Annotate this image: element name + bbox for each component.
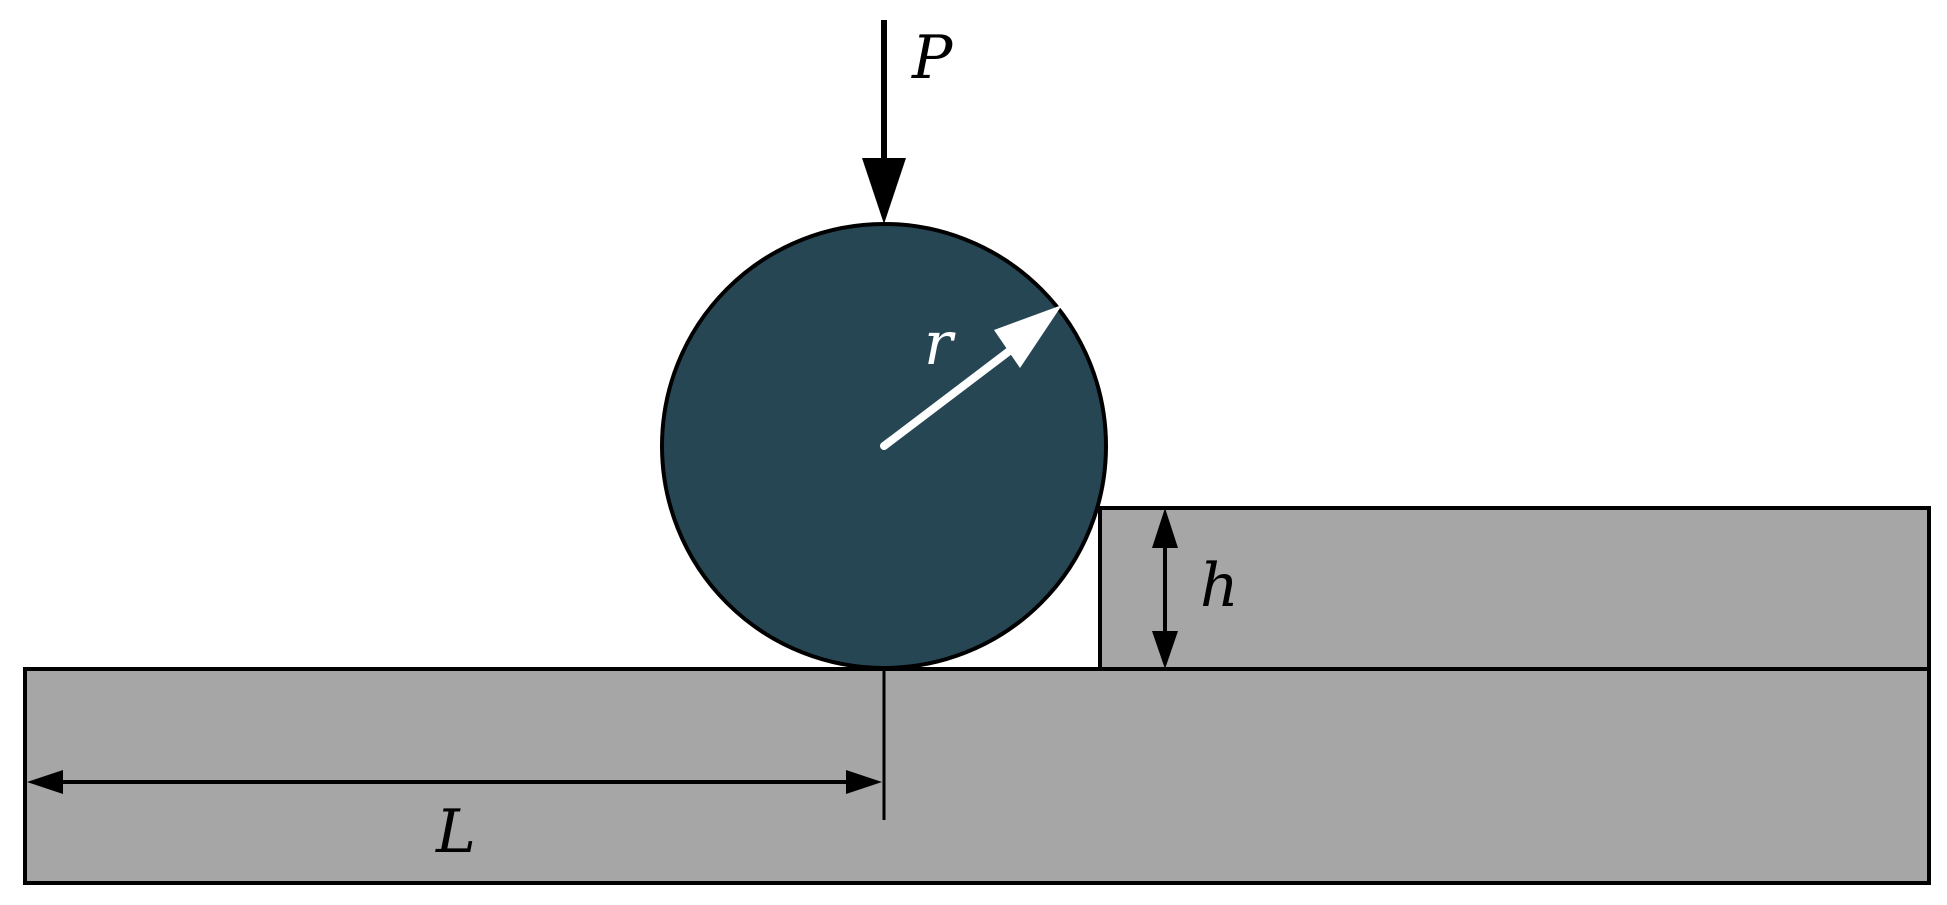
distance-dimension-arrow xyxy=(27,770,882,794)
height-dimension-arrow xyxy=(1152,508,1178,669)
radius-arrow xyxy=(880,305,1062,450)
step-block xyxy=(1098,506,1931,671)
ground-block xyxy=(23,667,1931,885)
force-arrow xyxy=(862,20,906,224)
radius-label: r xyxy=(924,309,956,379)
distance-label: L xyxy=(435,797,476,867)
step-height-label: h xyxy=(1200,551,1239,621)
force-label: P xyxy=(911,23,954,93)
